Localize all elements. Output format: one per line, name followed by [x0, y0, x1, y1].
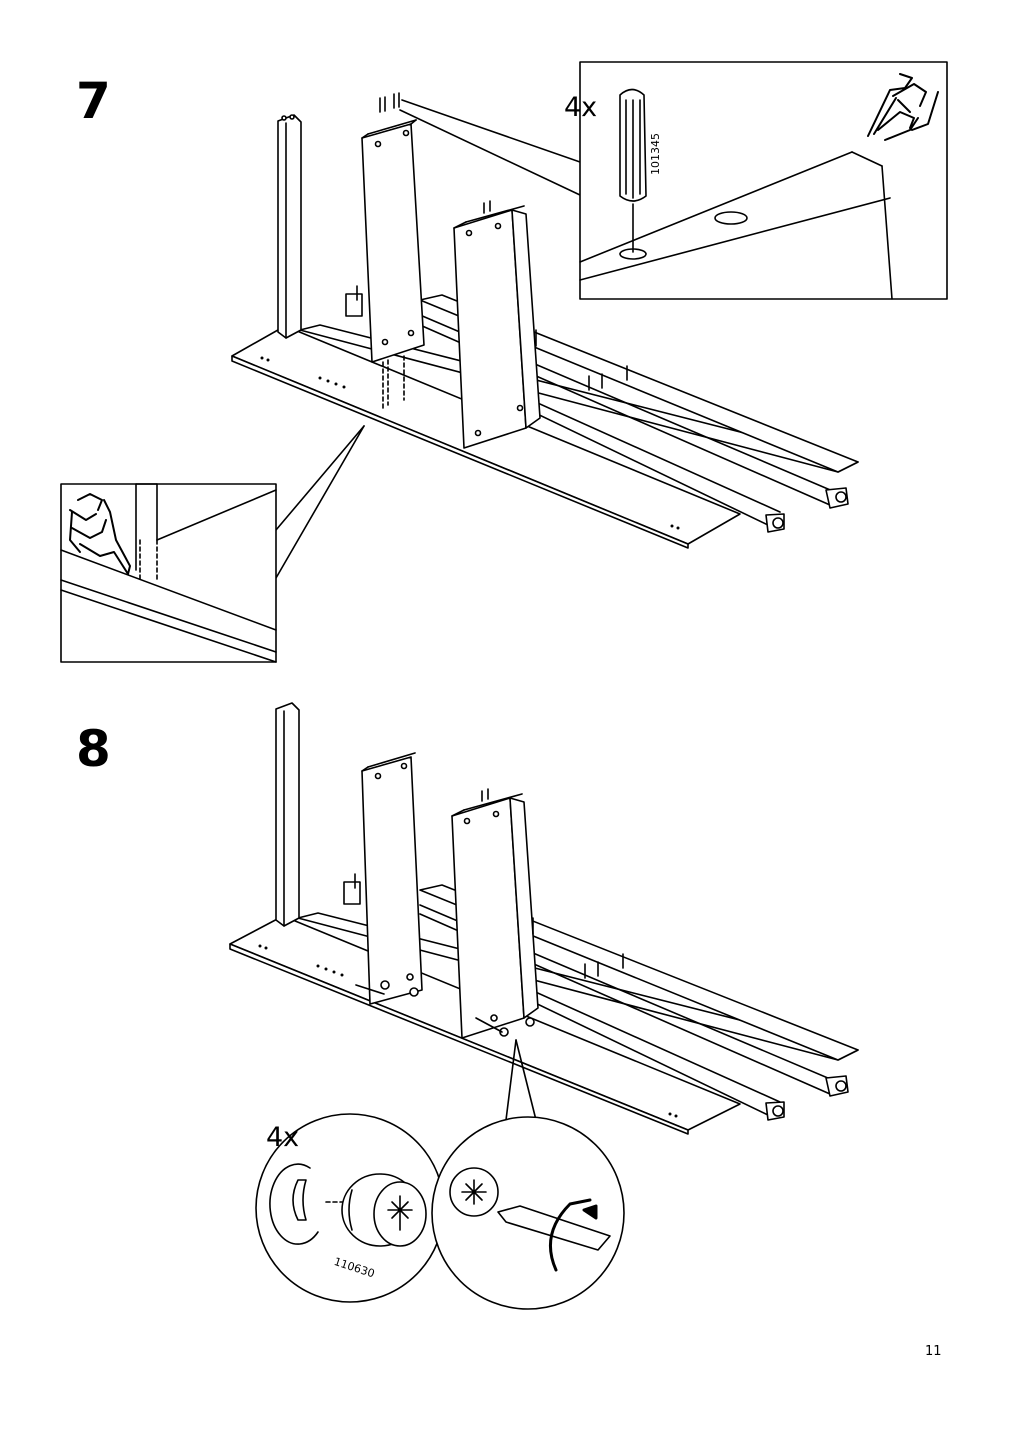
step-8-base-holes — [258, 944, 678, 1118]
hand-pointing-icon — [70, 494, 130, 574]
step-8-number: 8 — [76, 720, 111, 778]
left-post — [278, 115, 301, 338]
alignment-detail-inset — [61, 484, 276, 662]
cam-lock-detail-circle — [256, 1114, 444, 1302]
small-block — [346, 294, 362, 316]
step-8-illustration — [230, 703, 858, 1134]
step-7-callout-lines — [276, 100, 580, 578]
dowel-icon — [620, 90, 646, 253]
step-8-callout-lines — [506, 1040, 536, 1120]
base-holes — [260, 356, 680, 530]
middle-panel — [362, 120, 424, 362]
guide-lines — [383, 356, 404, 410]
step-7-quantity: 4x — [564, 92, 598, 123]
dowel-detail-inset — [580, 62, 947, 299]
step-8-quantity: 4x — [266, 1122, 300, 1153]
step-7-number: 7 — [76, 72, 111, 130]
cam-lock-icon — [342, 1174, 426, 1246]
hand-pressing-icon — [868, 74, 938, 140]
right-panel — [454, 201, 540, 448]
rotate-arrow-icon — [550, 1200, 596, 1270]
step-7-part-number: 101345 — [649, 133, 662, 175]
page-number: 11 — [925, 1344, 942, 1359]
dowels-top — [380, 93, 399, 112]
screwdriver-detail-circle — [432, 1117, 624, 1309]
dowels-rail — [357, 286, 627, 390]
